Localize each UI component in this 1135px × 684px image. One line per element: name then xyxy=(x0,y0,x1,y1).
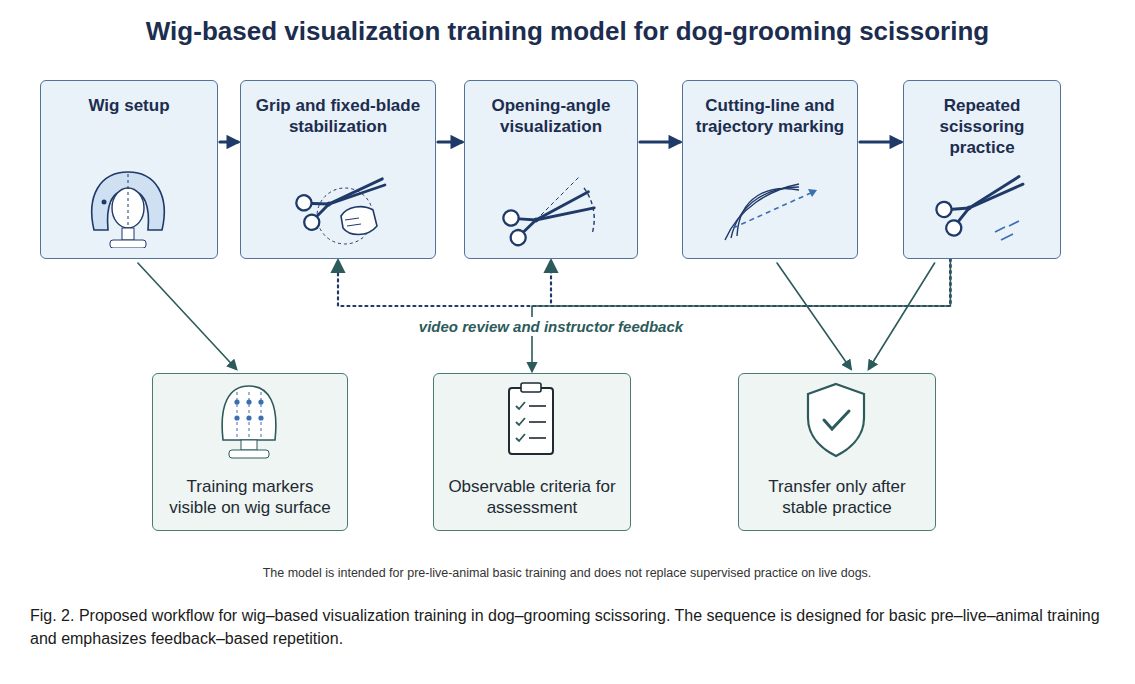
scis-icon xyxy=(904,168,1058,248)
outcome-box: Transfer only after stable practice xyxy=(738,373,936,531)
flow-arrow xyxy=(138,263,236,369)
title: Wig-based visualization training model f… xyxy=(0,16,1135,47)
flow-arrow xyxy=(777,263,851,369)
wig-icon xyxy=(41,168,215,248)
flow-arrow xyxy=(438,140,462,143)
process-box: Wig setup xyxy=(40,80,218,259)
process-box: Cutting-line and trajectory marking xyxy=(682,80,858,259)
feedback-label: video review and instructor feedback xyxy=(413,317,689,336)
flow-arrow xyxy=(220,140,238,143)
process-box: Opening-angle visualization xyxy=(464,80,638,259)
box-text: Wig setup xyxy=(49,95,209,116)
flow-arrow xyxy=(869,263,935,369)
box-text: Transfer only after stable practice xyxy=(747,476,927,518)
process-box: Repeated scissoring practice xyxy=(903,80,1061,259)
shield-icon xyxy=(739,380,933,460)
outcome-box: Observable criteria for assessment xyxy=(433,373,631,531)
grip-icon xyxy=(241,168,433,248)
box-text: Training markers visible on wig surface xyxy=(161,476,339,518)
process-box: Grip and fixed-blade stabilization xyxy=(240,80,436,259)
flow-arrow xyxy=(640,140,680,143)
scope-note: The model is intended for pre-live-anima… xyxy=(263,566,872,580)
box-text: Observable criteria for assessment xyxy=(442,476,622,518)
flow-arrow xyxy=(532,259,950,371)
box-text: Opening-angle visualization xyxy=(473,95,629,137)
angle-icon xyxy=(465,168,635,248)
box-text: Grip and fixed-blade stabilization xyxy=(249,95,427,137)
flow-arrow xyxy=(860,140,901,143)
traj-icon xyxy=(683,168,855,248)
feedback-connector xyxy=(338,259,950,306)
box-text: Repeated scissoring practice xyxy=(912,95,1052,158)
head-icon xyxy=(153,380,345,460)
outcome-box: Training markers visible on wig surface xyxy=(152,373,348,531)
figure-caption: Fig. 2. Proposed workflow for wig–based … xyxy=(30,604,1105,650)
box-text: Cutting-line and trajectory marking xyxy=(691,95,849,137)
clip-icon xyxy=(434,380,628,460)
feedback-connector xyxy=(551,259,950,306)
